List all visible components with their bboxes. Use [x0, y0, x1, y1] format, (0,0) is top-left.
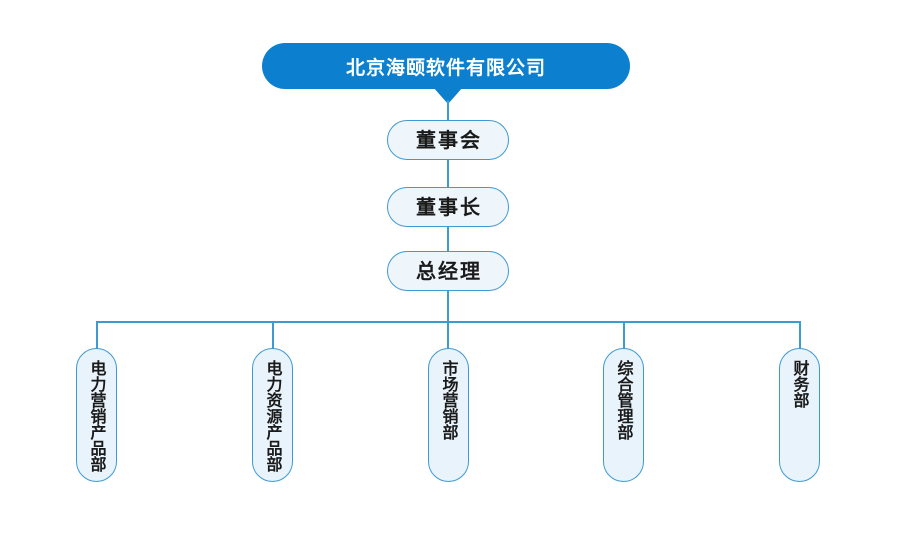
dept-label: 综合管理部	[614, 360, 634, 440]
dept-label: 财务部	[790, 360, 810, 408]
node-general-manager: 总经理	[387, 251, 509, 291]
connector-chairman-to-gm	[447, 226, 449, 252]
dept-label: 市场营销部	[439, 360, 459, 440]
dept-node-power-resources-products: 电力资源产品部	[252, 348, 293, 482]
dept-node-marketing: 市场营销部	[428, 348, 469, 482]
connector-board-to-chairman	[447, 159, 449, 188]
node-chairman: 董事长	[387, 187, 509, 227]
drop-line	[96, 322, 98, 349]
dept-node-finance: 财务部	[779, 348, 820, 482]
drop-line	[623, 322, 625, 349]
node-label: 总经理	[416, 259, 482, 283]
node-board-of-directors: 董事会	[387, 120, 509, 160]
dept-node-general-management: 综合管理部	[603, 348, 644, 482]
drop-line	[272, 322, 274, 349]
node-label: 董事会	[416, 128, 482, 152]
connector-root-to-board	[447, 100, 449, 121]
connector-gm-to-branch	[447, 290, 449, 323]
dept-node-power-marketing-products: 电力营销产品部	[76, 348, 117, 482]
org-root-node: 北京海颐软件有限公司	[262, 43, 630, 89]
drop-line	[799, 322, 801, 349]
dept-label: 电力营销产品部	[87, 360, 107, 472]
drop-line	[447, 322, 449, 349]
company-name: 北京海颐软件有限公司	[345, 56, 546, 79]
node-label: 董事长	[416, 195, 482, 219]
dept-label: 电力资源产品部	[263, 360, 283, 472]
root-pointer-tail	[433, 87, 463, 104]
